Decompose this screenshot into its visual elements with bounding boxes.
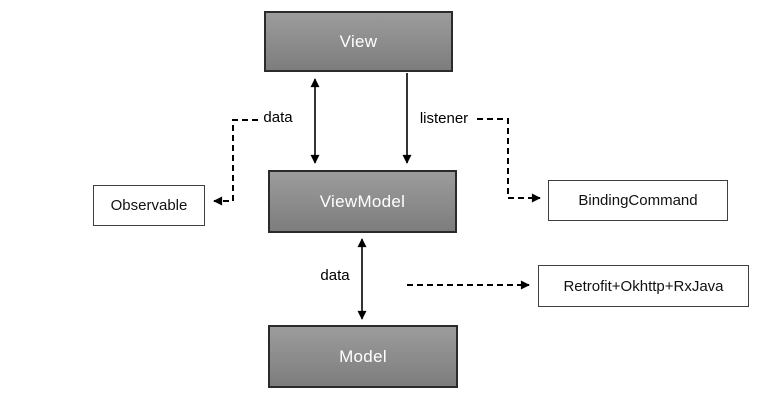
edge-label-listener: listener xyxy=(419,110,469,127)
node-model-label: Model xyxy=(339,346,387,366)
edge-data-observable-dashed xyxy=(213,119,258,206)
node-model: Model xyxy=(268,325,458,388)
node-bindingcommand-label: BindingCommand xyxy=(578,192,698,209)
node-retrofit-label: Retrofit+Okhttp+RxJava xyxy=(563,277,724,295)
node-viewmodel: ViewModel xyxy=(268,170,457,233)
edge-listener-bindingcommand-dashed xyxy=(477,118,541,203)
node-retrofit: Retrofit+Okhttp+RxJava xyxy=(538,265,749,307)
node-viewmodel-label: ViewModel xyxy=(319,191,406,211)
node-view-label: View xyxy=(339,31,378,51)
node-observable-label: Observable xyxy=(110,197,188,214)
node-bindingcommand: BindingCommand xyxy=(548,180,728,221)
edge-label-data-viewmodel-model: data xyxy=(320,267,350,284)
node-observable: Observable xyxy=(93,185,205,226)
edge-label-data-view-viewmodel: data xyxy=(263,109,293,126)
node-view: View xyxy=(264,11,453,72)
